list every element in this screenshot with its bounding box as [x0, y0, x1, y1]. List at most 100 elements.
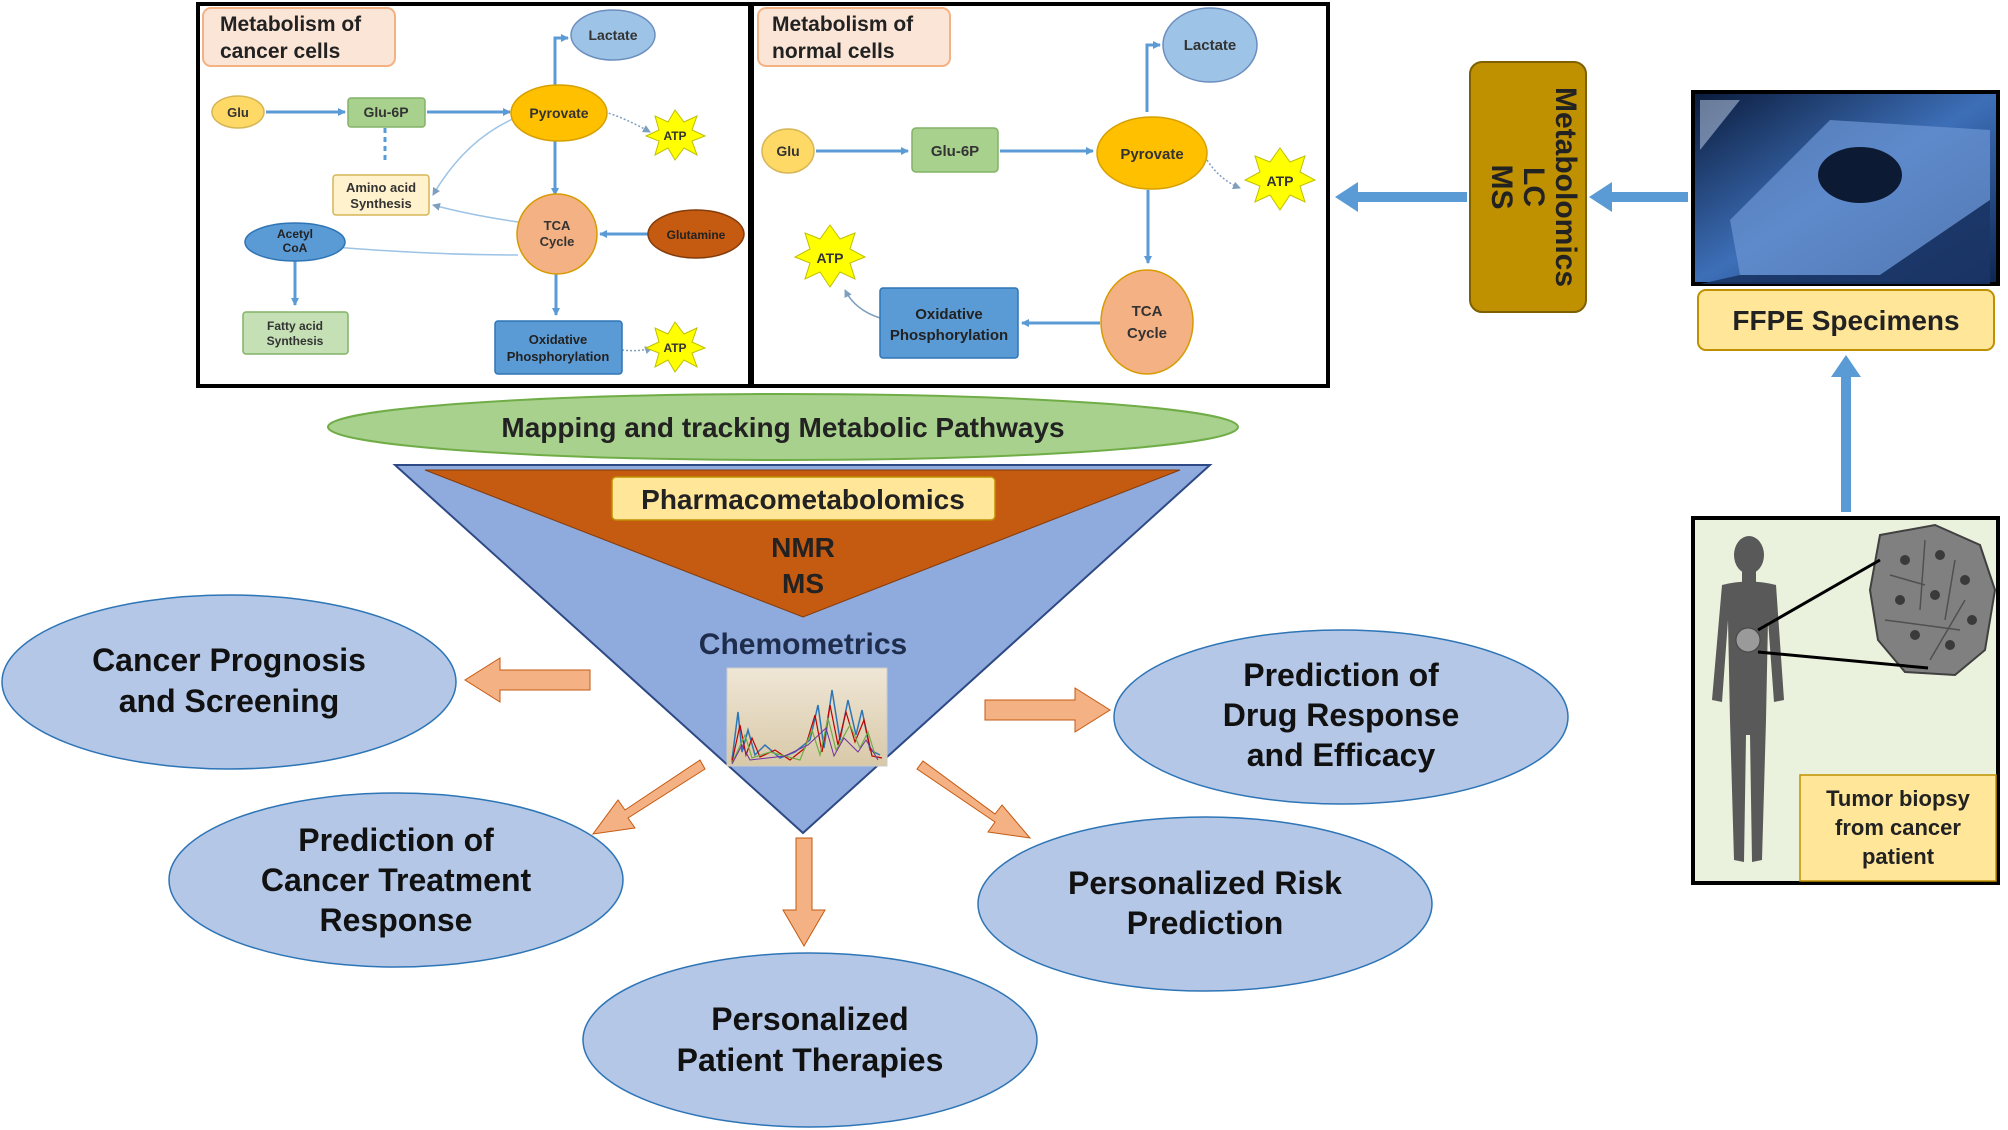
normal-atp-2-label: ATP: [817, 250, 844, 266]
arrow-biopsy-to-ffpe: [1831, 355, 1861, 512]
normal-node-oxphos-line2: Phosphorylation: [890, 327, 1008, 344]
biopsy-label-box: [1799, 774, 1997, 882]
cancer-node-aminoacid-line1: Amino acid: [346, 180, 416, 195]
normal-node-glu6p: [911, 127, 999, 173]
ffpe-specimen-image: [1691, 90, 2000, 286]
therapies-line1: Personalized: [711, 1001, 908, 1037]
prognosis-line2: and Screening: [119, 683, 340, 719]
normal-node-pyrovate-label: Pyrovate: [1120, 146, 1183, 163]
arrow-oxphos-to-atp: [621, 346, 653, 355]
outcome-treatment-response: Prediction of Cancer Treatment Response: [168, 792, 624, 968]
cancer-node-tca: [516, 193, 598, 275]
cancer-node-fattyacid-line2: Synthesis: [267, 334, 324, 348]
zoom-line-top: [1757, 558, 1881, 632]
tumor-cells-icon: [1868, 523, 1997, 677]
treatment-response-line1: Prediction of: [298, 822, 494, 858]
normal-atp-star-1: [1243, 147, 1317, 211]
cancer-node-fattyacid: [242, 311, 349, 355]
normal-atp-star-2: [793, 224, 867, 288]
cancer-node-oxphos-line2: Phosphorylation: [507, 349, 610, 364]
outcome-prognosis: Cancer Prognosis and Screening: [1, 594, 457, 770]
drug-response-ellipse: [1113, 629, 1569, 805]
cancer-node-glutamine-label: Glutamine: [667, 228, 726, 242]
arrow-to-drug-response: [984, 687, 1111, 733]
drug-response-line3: and Efficacy: [1247, 737, 1436, 773]
risk-prediction-line2: Prediction: [1127, 905, 1283, 941]
mapping-ellipse: [327, 393, 1239, 461]
ffpe-tissue-block: [1818, 147, 1902, 203]
normal-node-oxphos-line1: Oxidative: [915, 306, 983, 323]
cancer-node-oxphos-line1: Oxidative: [529, 332, 588, 347]
ffpe-label-box: [1697, 289, 1995, 351]
cancer-atp-1-label: ATP: [663, 129, 686, 143]
cancer-panel-title-line1: Metabolism of: [220, 13, 362, 36]
cancer-node-lactate: [570, 9, 656, 61]
cancer-node-acetylcoa-line1: Acetyl: [277, 227, 313, 241]
cancer-metabolism-panel: Metabolism of cancer cells Glu Glu-6P Py…: [196, 2, 752, 388]
metabolomics-box: Metabolomics LC MS: [1469, 61, 1587, 313]
normal-arrow-oxphos-to-atp: [844, 289, 881, 319]
cancer-node-tca-line1: TCA: [544, 218, 571, 233]
cancer-node-oxphos: [494, 320, 623, 375]
normal-metabolism-panel: Metabolism of normal cells Glu Glu-6P Py…: [750, 2, 1330, 388]
tumor-biopsy-panel: Tumor biopsy from cancer patient: [1691, 516, 2000, 885]
cancer-node-glu: [211, 95, 265, 129]
cancer-node-tca-line2: Cycle: [540, 234, 575, 249]
ffpe-cassette-side: [1700, 200, 1990, 284]
treatment-response-line3: Response: [320, 902, 473, 938]
therapies-ellipse: [582, 952, 1038, 1128]
cancer-node-aminoacid: [332, 174, 430, 216]
chemometrics-label: Chemometrics: [699, 628, 907, 661]
arrow-to-risk-prediction: [916, 760, 1032, 839]
prognosis-line1: Cancer Prognosis: [92, 642, 366, 678]
normal-node-tca-line1: TCA: [1132, 303, 1163, 320]
arrow-pyrovate-to-atp: [604, 111, 651, 133]
arrow-metabolomics-to-panels: [1335, 182, 1467, 212]
analysis-funnel: Pharmacometabolomics NMR MS Chemometrics: [392, 464, 1213, 835]
cancer-node-lactate-label: Lactate: [588, 27, 637, 43]
cancer-node-acetylcoa-line2: CoA: [283, 241, 308, 255]
normal-node-glu-label: Glu: [776, 143, 799, 159]
normal-node-tca: [1100, 269, 1194, 375]
cancer-node-fattyacid-line1: Fatty acid: [267, 319, 323, 333]
arrow-to-therapies: [782, 837, 826, 947]
cancer-node-glu-label: Glu: [227, 105, 249, 120]
treatment-response-ellipse: [168, 792, 624, 968]
cancer-node-glutamine: [647, 209, 745, 259]
cancer-node-pyrovate: [510, 84, 608, 142]
biopsy-label-line3: patient: [1862, 844, 1935, 869]
risk-prediction-line1: Personalized Risk: [1068, 865, 1342, 901]
outcome-risk-prediction: Personalized Risk Prediction: [977, 816, 1433, 992]
lc-label: LC: [1517, 167, 1550, 207]
ffpe-highlight: [1700, 100, 1740, 150]
arrow-pyrovate-to-lactate: [553, 34, 569, 85]
prognosis-ellipse: [1, 594, 457, 770]
cancer-node-acetylcoa: [244, 222, 346, 262]
arrow-tca-to-aminoacid: [432, 202, 519, 223]
drug-response-line1: Prediction of: [1243, 657, 1439, 693]
ms-label: MS: [1485, 165, 1518, 210]
tumor-site-marker: [1735, 627, 1761, 653]
cancer-node-glu6p: [347, 97, 426, 128]
normal-panel-title-box: [757, 7, 951, 67]
normal-atp-1-label: ATP: [1267, 173, 1294, 189]
pharmaco-label: Pharmacometabolomics: [641, 484, 965, 515]
metabolomics-label: Metabolomics: [1549, 87, 1582, 287]
ffpe-label: FFPE Specimens: [1732, 305, 1959, 336]
normal-node-tca-line2: Cycle: [1127, 325, 1167, 342]
cancer-node-glu6p-label: Glu-6P: [363, 104, 408, 120]
drug-response-line2: Drug Response: [1223, 697, 1459, 733]
cancer-panel-title-box: [202, 7, 396, 67]
outcome-drug-response: Prediction of Drug Response and Efficacy: [1113, 629, 1569, 805]
outcome-therapies: Personalized Patient Therapies: [582, 952, 1038, 1128]
normal-arrow-pyrovate-to-lactate: [1145, 41, 1161, 112]
cancer-atp-2-label: ATP: [663, 341, 686, 355]
biopsy-label-line1: Tumor biopsy: [1826, 786, 1971, 811]
mapping-label: Mapping and tracking Metabolic Pathways: [501, 412, 1064, 443]
risk-prediction-ellipse: [977, 816, 1433, 992]
zoom-line-bottom: [1757, 650, 1929, 670]
normal-node-glu: [761, 128, 815, 174]
normal-arrow-pyrovate-to-atp: [1206, 159, 1241, 190]
biopsy-label-line2: from cancer: [1835, 815, 1961, 840]
